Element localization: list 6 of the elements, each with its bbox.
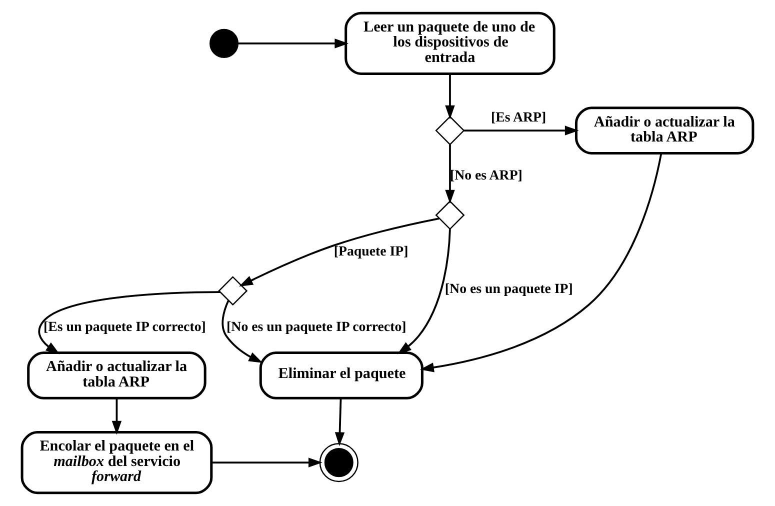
edge-label: [No es un paquete IP correcto] xyxy=(226,320,406,336)
edge-label: [Paquete IP] xyxy=(334,244,408,260)
edge-label: [No es un paquete IP] xyxy=(444,282,573,298)
edge-label: [Es ARP] xyxy=(491,110,546,126)
edge-label: [Es un paquete IP correcto] xyxy=(44,320,206,336)
edge-label: [No es ARP] xyxy=(450,168,522,184)
